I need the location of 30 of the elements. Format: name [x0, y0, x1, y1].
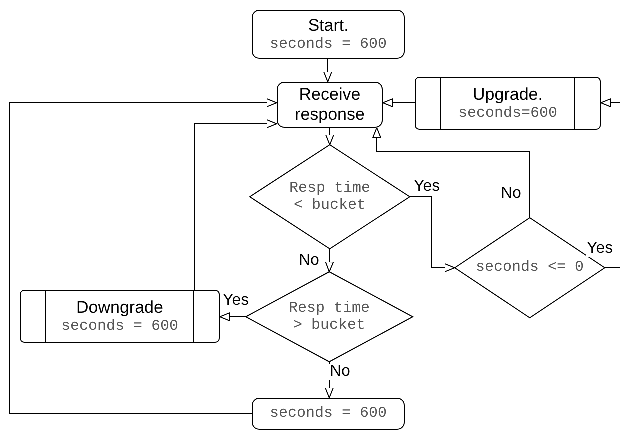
node-title: Downgrade	[76, 298, 164, 318]
edge-label: Yes	[586, 241, 614, 257]
arrow	[372, 128, 530, 218]
arrow	[325, 362, 334, 398]
arrow	[194, 120, 278, 290]
process-box	[252, 398, 405, 430]
code-text: seconds=600	[458, 104, 558, 122]
arrow	[382, 98, 416, 108]
node-title: Upgrade.	[473, 85, 543, 105]
arrow	[220, 312, 246, 322]
process-box	[277, 82, 383, 128]
node-title: Receive response	[294, 85, 366, 125]
process-box	[252, 10, 405, 59]
code-text: seconds = 600	[270, 405, 388, 423]
node-title: Start.	[308, 16, 349, 36]
arrow	[10, 98, 278, 414]
code-text: Resp time > bucket	[288, 300, 371, 334]
code-text: Resp time < bucket	[288, 180, 372, 214]
decision-diamond	[250, 145, 410, 249]
edge-label: No	[329, 364, 352, 380]
arrow	[600, 98, 620, 108]
subprocess-box	[415, 77, 601, 130]
arrow	[325, 248, 334, 272]
code-text: seconds = 600	[61, 318, 179, 335]
code-text: seconds <= 0	[474, 259, 586, 277]
code-text: seconds = 600	[270, 36, 388, 53]
subprocess-box	[20, 290, 220, 343]
arrow	[410, 196, 456, 272]
arrow	[326, 128, 334, 146]
arrow	[324, 58, 332, 82]
